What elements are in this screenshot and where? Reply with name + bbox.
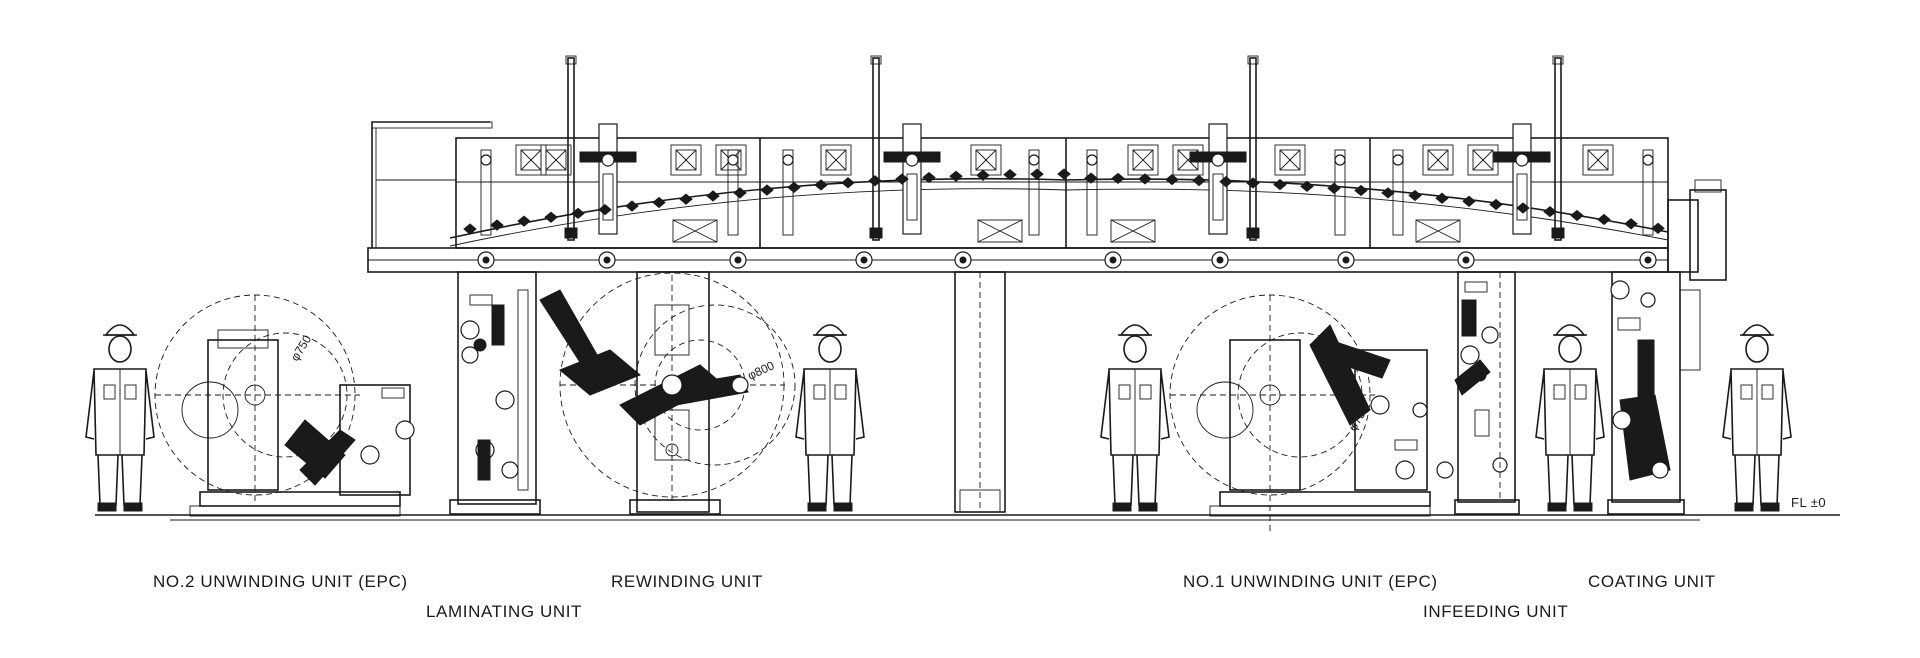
dim-rewind-roll: φ800 <box>745 358 776 383</box>
laminating-unit <box>449 271 641 515</box>
label-coating-unit: COATING UNIT <box>1588 572 1716 591</box>
no2-unwinding-unit <box>154 294 415 517</box>
floor <box>95 514 1840 521</box>
worker-figure <box>85 324 155 512</box>
oven-details <box>463 55 1665 269</box>
worker-figure <box>795 324 865 512</box>
worker-figure <box>1535 324 1605 512</box>
worker-figure <box>1100 324 1170 512</box>
drying-oven <box>367 121 1727 513</box>
infeeding-unit <box>1436 271 1520 515</box>
worker-figure <box>1722 324 1792 512</box>
coating-unit <box>1607 271 1701 515</box>
floor-level-label: FL ±0 <box>1791 495 1827 510</box>
workers <box>85 324 1792 512</box>
rewinding-unit <box>559 271 796 515</box>
label-no2-unwinding-unit: NO.2 UNWINDING UNIT (EPC) <box>153 572 408 591</box>
dim-no2-roll: φ750 <box>288 332 315 363</box>
label-rewinding-unit: REWINDING UNIT <box>611 572 763 591</box>
label-infeeding-unit: INFEEDING UNIT <box>1423 602 1569 621</box>
no1-unwinding-unit <box>1169 294 1431 535</box>
label-no1-unwinding-unit: NO.1 UNWINDING UNIT (EPC) <box>1183 572 1438 591</box>
label-laminating-unit: LAMINATING UNIT <box>426 602 583 621</box>
